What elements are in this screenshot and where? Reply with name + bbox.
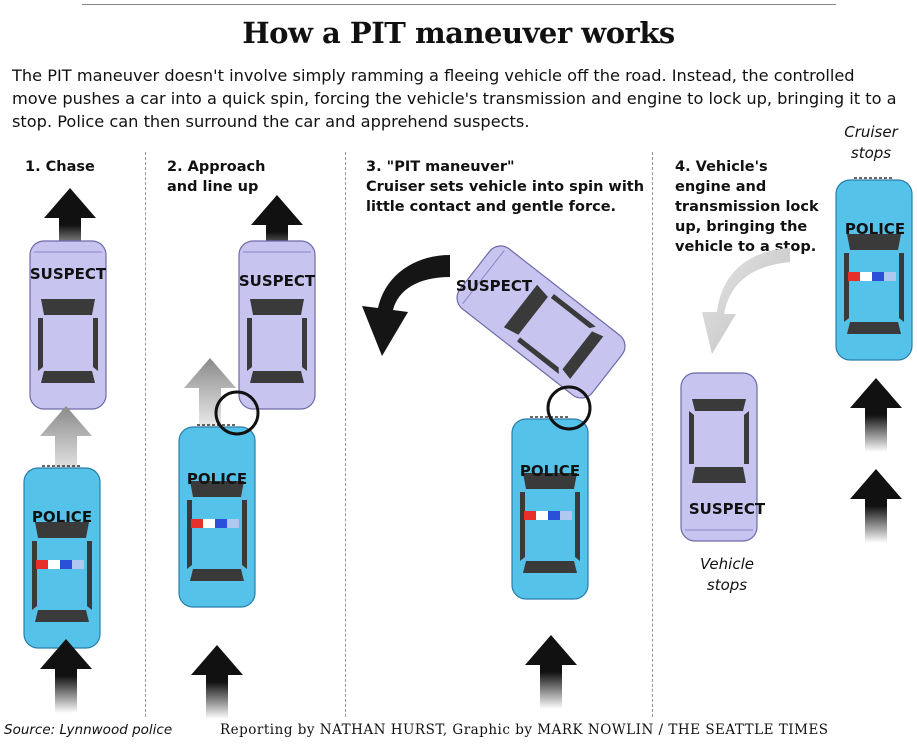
panel-1-police-label: POLICE <box>32 508 92 526</box>
panel-3-police-label: POLICE <box>520 462 580 480</box>
panel-4-curve-arrow <box>702 248 790 354</box>
step-2-heading: 2. Approach and line up <box>167 159 266 195</box>
panel-4-suspect-label: SUSPECT <box>689 500 766 518</box>
panel-2-contact-circle <box>214 390 260 436</box>
panel-2-police-label: POLICE <box>187 470 247 488</box>
panel-1-bottom-arrow <box>40 639 92 713</box>
intro-paragraph: The PIT maneuver doesn't involve simply … <box>12 66 897 131</box>
divider-2 <box>345 152 346 717</box>
panel-4-arrow-upper <box>850 378 902 452</box>
panel-3-suspect-label: SUSPECT <box>456 277 533 295</box>
panel-3-spin-arrow <box>362 255 450 356</box>
panel-4-police-label-top: POLICE <box>844 220 906 238</box>
panel-4-arrow-lower <box>850 469 902 543</box>
panel-3-contact-circle <box>546 385 592 431</box>
page-title: How a PIT maneuver works <box>242 16 675 50</box>
reporting-credit: Reporting by NATHAN HURST, Graphic by MA… <box>220 722 829 738</box>
panel-1-suspect-label: SUSPECT <box>30 265 107 283</box>
panel-4-police-car <box>835 177 913 361</box>
panel-2-bottom-arrow <box>191 645 243 719</box>
vehicle-stops-note: Vehicle stops <box>700 555 754 594</box>
cruiser-stops-note: Cruiser stops <box>844 123 898 162</box>
panel-3-bottom-arrow <box>525 635 577 709</box>
panel-1-police-car <box>23 465 101 649</box>
panel-2-police-car <box>178 424 256 608</box>
step-1-heading: 1. Chase <box>25 159 95 175</box>
top-rule <box>82 4 836 5</box>
panel-3-police-car <box>511 416 589 600</box>
source-credit: Source: Lynnwood police <box>4 722 173 738</box>
divider-1 <box>145 152 146 717</box>
panel-3-suspect-car <box>450 239 632 405</box>
panel-2-suspect-label: SUSPECT <box>239 272 316 290</box>
divider-3 <box>652 152 653 717</box>
step-3-description: Cruiser sets vehicle into spin with litt… <box>366 179 645 215</box>
step-3-heading: 3. "PIT maneuver" <box>366 159 515 175</box>
panel-2-suspect-car <box>238 240 316 410</box>
